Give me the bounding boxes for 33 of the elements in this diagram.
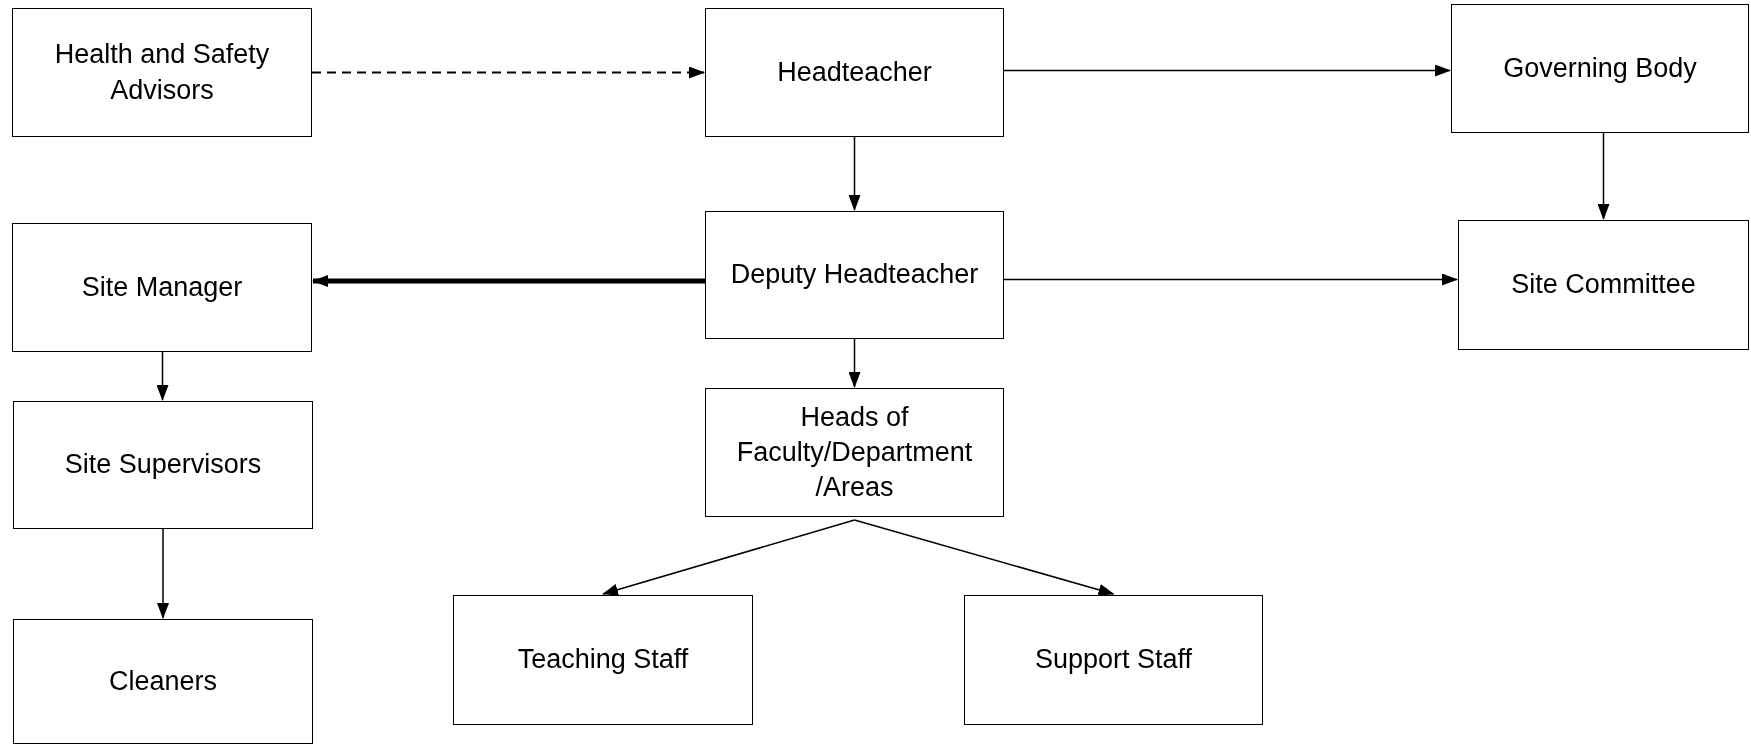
- arrow: [1597, 132, 1610, 220]
- role-label: Site Committee: [1511, 268, 1696, 302]
- org-box: [705, 8, 1004, 137]
- arrow: [853, 519, 1115, 596]
- role-label: Support Staff: [1034, 643, 1193, 677]
- role-label: Site Supervisors: [64, 448, 262, 482]
- role-label: Governing Body: [1503, 51, 1697, 85]
- role-label: Site Manager: [81, 270, 243, 304]
- arrow: [157, 528, 169, 619]
- role-label: Heads of Faculty/Department /Areas: [735, 400, 974, 505]
- arrow: [848, 338, 861, 388]
- org-box: [1451, 4, 1749, 133]
- org-box: [13, 401, 313, 529]
- role-label: Health and Safety Advisors: [53, 38, 271, 107]
- arrow: [312, 275, 705, 287]
- org-box: [13, 619, 313, 744]
- org-box: [1458, 220, 1749, 350]
- org-box: [964, 595, 1263, 725]
- arrow: [311, 66, 705, 79]
- role-label: Headteacher: [777, 55, 932, 89]
- arrow: [602, 519, 856, 596]
- arrow: [156, 351, 169, 401]
- org-box: [12, 223, 312, 352]
- org-box: [453, 595, 753, 725]
- org-box: [705, 211, 1004, 339]
- role-label: Teaching Staff: [517, 643, 689, 677]
- arrow: [1003, 273, 1458, 286]
- role-label: Cleaners: [108, 664, 218, 698]
- org-box: [705, 388, 1004, 517]
- role-label: Deputy Headteacher: [730, 258, 979, 292]
- arrow: [1003, 64, 1451, 77]
- org-box: [12, 8, 312, 137]
- arrow: [848, 136, 861, 211]
